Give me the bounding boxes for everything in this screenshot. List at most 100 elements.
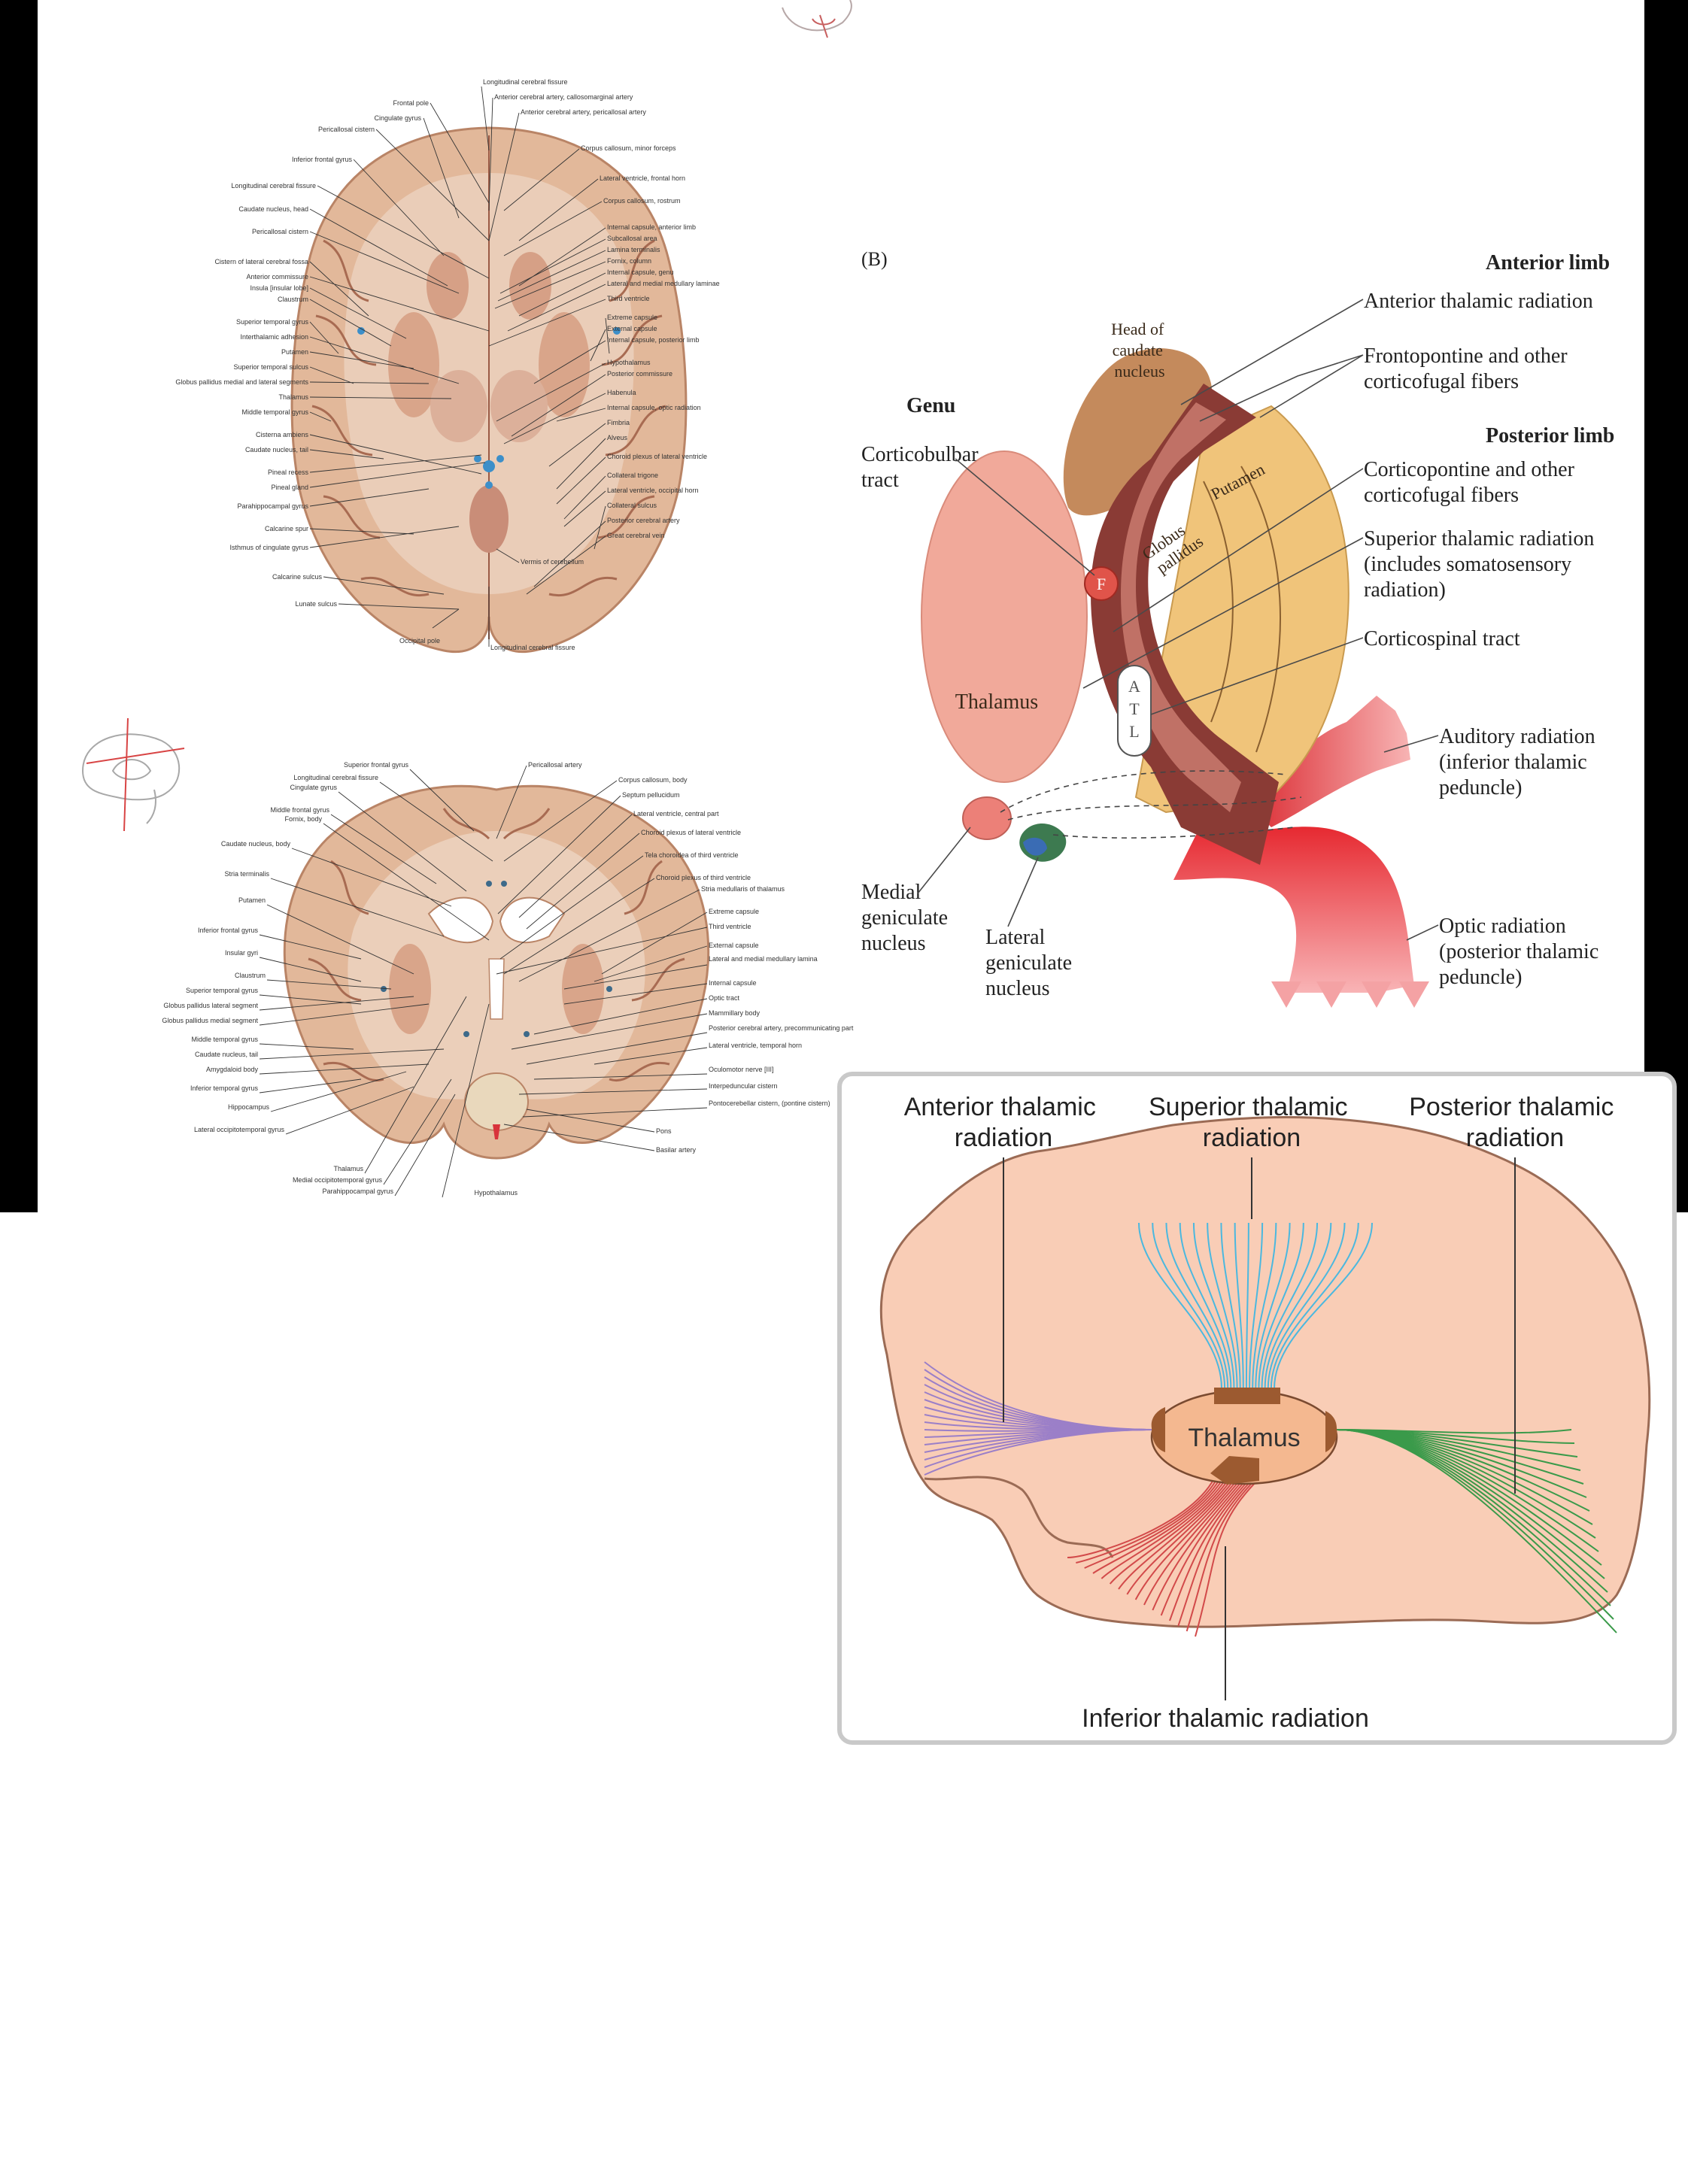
axial-left-label: Cingulate gyrus (374, 114, 421, 122)
coronal-left-label: Hippocampus (228, 1103, 270, 1111)
coronal-left-label: Putamen (238, 896, 266, 904)
anterior-thalamic-radiation-leader (1180, 299, 1364, 405)
frontopontine-label: Frontopontine and other corticofugal fib… (1364, 344, 1573, 393)
coronal-right-label: Corpus callosum, body (618, 776, 688, 784)
coronal-section-figure: Superior frontal gyrus Longitudinal cere… (162, 761, 854, 1198)
inferior-fibers (1067, 1478, 1260, 1637)
axial-thalamus-right (490, 370, 548, 442)
axial-right-label: Extreme capsule (607, 314, 657, 321)
axial-right-label: Corpus callosum, minor forceps (581, 144, 676, 152)
axial-left-label: Cisterna ambiens (256, 431, 309, 438)
fiber-line (1101, 1478, 1227, 1579)
coronal-left-label: Globus pallidus lateral segment (163, 1002, 258, 1009)
axial-left-label: Putamen (281, 348, 308, 356)
lateral-geniculate-blue (1023, 837, 1047, 856)
coronal-left-label: Superior frontal gyrus (344, 761, 409, 769)
fiber-line (1255, 1222, 1291, 1389)
coronal-left-label: Longitudinal cerebral fissure (293, 774, 378, 781)
fiber-line (1076, 1478, 1218, 1564)
internal-capsule-diagram: (B) F A T L Head of caudate nucleus Puta… (861, 248, 1614, 1008)
superior-radiation-label: Superior thalamic radiation (1149, 1093, 1355, 1152)
axial-cerebellar-vermis (469, 485, 509, 553)
axial-left-label: Interthalamic adhesion (240, 333, 308, 341)
axial-left-label: Caudate nucleus, tail (245, 446, 308, 453)
coronal-right-label: Mammillary body (709, 1009, 761, 1017)
corticobulbar-label: Corticobulbar tract (861, 443, 984, 492)
anterior-peduncle-block (1151, 1407, 1165, 1452)
coronal-left-label: Medial occipitotemporal gyrus (293, 1176, 383, 1184)
axial-right-label: Lateral ventricle, frontal horn (600, 174, 685, 182)
axial-left-label: Cistern of lateral cerebral fossa (214, 258, 308, 265)
coronal-right-label: Stria medullaris of thalamus (701, 885, 785, 893)
coronal-leader-lines-left (259, 769, 493, 1198)
frontopontine-leaders (1199, 354, 1364, 422)
axial-right-label: Alveus (607, 434, 628, 441)
axial-left-label: Pericallosal cistern (252, 228, 308, 235)
axial-right-label: Posterior cerebral artery (607, 517, 680, 524)
coronal-right-label: Basilar artery (656, 1146, 697, 1154)
atl-letter-a: A (1128, 677, 1140, 696)
sagittal-orientation-icon (81, 718, 185, 831)
superior-thalamic-leader (1082, 537, 1364, 689)
coronal-left-label: Middle temporal gyrus (191, 1036, 258, 1043)
coronal-left-label: Globus pallidus medial segment (162, 1017, 258, 1024)
coronal-left-label: Insular gyri (225, 949, 258, 957)
axial-right-label: Longitudinal cerebral fissure (483, 78, 568, 86)
fiber-line (1138, 1222, 1222, 1389)
thalamus-b-label: Thalamus (955, 690, 1038, 714)
medial-geniculate-shape (962, 796, 1012, 840)
axial-left-label: Pineal recess (268, 469, 309, 476)
axial-right-label: Lateral and medial medullary laminae (607, 280, 720, 287)
axial-right-label: Fimbria (607, 419, 630, 426)
coronal-right-label: Tela choroidea of third ventricle (645, 851, 739, 859)
coronal-left-label: Lateral occipitotemporal gyrus (194, 1126, 285, 1133)
axial-right-labels: Longitudinal cerebral fissure Anterior c… (483, 78, 720, 651)
axial-vessels (357, 327, 621, 489)
fiber-line (1274, 1222, 1373, 1389)
fiber-line (1264, 1222, 1332, 1389)
fiber-line (1118, 1478, 1233, 1590)
lateral-geniculate-label: Lateral geniculate nucleus (985, 926, 1077, 1000)
axial-left-label: Anterior commissure (246, 273, 308, 281)
fiber-line (1143, 1478, 1242, 1606)
axial-left-label: Pineal gland (271, 484, 308, 491)
axial-left-label: Insula [insular lobe] (250, 284, 308, 292)
coronal-right-label: Choroid plexus of third ventricle (656, 874, 751, 881)
caudate-head-label: Head of caudate nucleus (1111, 320, 1168, 381)
coronal-left-label: Superior temporal gyrus (186, 987, 259, 994)
axial-left-label: Calcarine spur (265, 525, 308, 532)
anterior-limb-heading: Anterior limb (1486, 251, 1610, 275)
axial-left-label: Frontal pole (393, 99, 429, 107)
genu-heading: Genu (906, 394, 955, 417)
axial-right-label: Longitudinal cerebral fissure (490, 644, 575, 651)
coronal-left-label: Caudate nucleus, tail (195, 1051, 258, 1058)
axial-left-label: Longitudinal cerebral fissure (231, 182, 316, 190)
fiber-line (1195, 1478, 1260, 1637)
auditory-radiation-leader (1383, 735, 1439, 753)
axial-thalamus-left (430, 370, 487, 442)
geniculate-dashed-connections (1000, 770, 1302, 839)
fiber-line (1261, 1222, 1319, 1389)
coronal-right-label: Pontocerebellar cistern, (pontine cister… (709, 1100, 830, 1107)
axial-left-label: Inferior frontal gyrus (292, 156, 353, 163)
fiber-line (1267, 1222, 1346, 1389)
axial-left-label: Claustrum (278, 296, 308, 303)
axial-leader-lines-right (481, 86, 610, 647)
coronal-leader-lines-right (496, 765, 708, 1151)
fiber-line (1186, 1478, 1257, 1632)
axial-gyri-left (311, 239, 430, 597)
coronal-right-label: Pons (656, 1127, 672, 1135)
thalamus-b-shape (921, 450, 1088, 783)
superior-thalamic-label: Superior thalamic radiation (includes so… (1364, 527, 1599, 602)
axial-left-label: Lunate sulcus (295, 600, 337, 608)
axial-left-label: Calcarine sulcus (272, 573, 323, 581)
coronal-gyri (308, 808, 685, 1082)
axial-left-label: Superior temporal gyrus (236, 318, 309, 326)
corticopontine-label: Corticopontine and other corticofugal fi… (1364, 458, 1580, 507)
thalamic-radiation-diagram: Thalamus Anterior thalamic radiation Sup… (879, 1093, 1651, 1733)
fiber-line (1179, 1222, 1232, 1389)
inferior-radiation-label: Inferior thalamic radiation (1082, 1704, 1369, 1733)
f-marker-letter: F (1097, 575, 1106, 593)
axial-right-label: Internal capsule, anterior limb (607, 223, 696, 231)
fiber-line (1234, 1222, 1244, 1389)
